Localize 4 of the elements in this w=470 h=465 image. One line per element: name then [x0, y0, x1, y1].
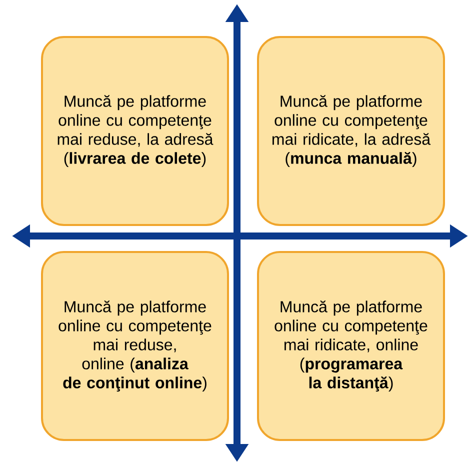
quadrant-box: Muncă pe platforme online cu competenţe mai ridicate, la adresă (munca manuală) [257, 36, 445, 226]
quadrant-box: Muncă pe platforme online cu competenţe mai reduse, online (analiza de conţinut online) [41, 251, 229, 441]
quadrant-box: Muncă pe platforme online cu competenţe mai reduse, la adresă (livrarea de colete) [41, 36, 229, 226]
quadrant-box: Muncă pe platforme online cu competenţe mai ridicate, online (programarea la distanţă) [257, 251, 445, 441]
